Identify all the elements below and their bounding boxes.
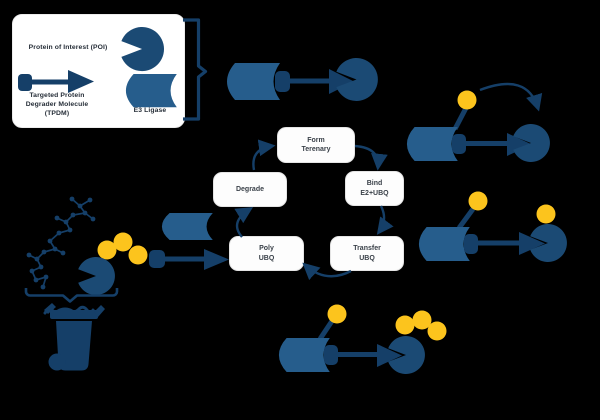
ubiquitin-icon xyxy=(412,310,432,330)
ubiquitin-icon xyxy=(113,232,133,252)
trash-bin-icon xyxy=(44,303,105,371)
ubiquitin-icon xyxy=(327,304,347,324)
ubiquitin-icon xyxy=(468,191,488,211)
tpdm-shaft xyxy=(464,141,510,146)
legend-e3-label: E3 Ligase xyxy=(133,107,167,114)
tpdm-linker-icon xyxy=(149,250,165,268)
legend-tpdm-arrow-icon xyxy=(18,70,94,93)
tpdm-linker-icon xyxy=(324,345,338,365)
e3-cylinder-icon xyxy=(278,338,330,373)
stage-ubq-transfer xyxy=(406,82,550,162)
tpdm-arrowhead xyxy=(507,133,532,156)
arrow-transfer-to-poly xyxy=(302,262,352,281)
tpdm-shaft xyxy=(476,240,522,246)
tpdm-arrowhead xyxy=(519,232,545,255)
degraded-poi-group xyxy=(24,196,148,371)
molecule-nodes xyxy=(26,196,96,290)
cycle-step-transfer-ubq: Transfer UBQ xyxy=(330,236,404,271)
arrow-form-to-bind xyxy=(354,144,388,171)
ubiquitin-icon xyxy=(427,321,447,341)
arrow-bind-to-transfer xyxy=(376,205,394,235)
legend-shapes xyxy=(18,26,177,108)
arrow-poly-to-degrade xyxy=(234,207,254,238)
tpdm-linker-icon xyxy=(452,134,466,154)
ubiquitin-icon xyxy=(395,315,415,335)
stage-poly-ubq xyxy=(278,304,447,374)
e3-cylinder-icon xyxy=(406,127,458,162)
group-brace-icon xyxy=(24,288,119,303)
legend-e3-cylinder-icon xyxy=(125,74,177,108)
arrow-degrade-to-form xyxy=(252,139,276,171)
ubiquitin-icon xyxy=(97,240,117,260)
e3-cylinder-icon xyxy=(418,227,470,262)
e3-cylinder-icon xyxy=(227,63,280,100)
e3-cylinder-icon xyxy=(161,213,213,241)
tpdm-linker-icon xyxy=(464,234,478,254)
cycle-step-form-ternary: Form Terenary xyxy=(277,127,355,163)
stage-mono-ubq xyxy=(418,191,567,262)
tpdm-arrowhead xyxy=(377,344,402,367)
cycle-arrows xyxy=(234,139,394,281)
tpdm-linker-icon xyxy=(275,71,290,92)
ubiquitin-icon xyxy=(128,245,148,265)
cycle-step-bind-e2-ubq: Bind E2+UBQ xyxy=(345,171,404,206)
ubq-hop-arrow xyxy=(479,82,543,112)
tpdm-arrowhead xyxy=(204,249,229,270)
legend-poi-pacman-icon xyxy=(121,26,165,72)
tpdm-shaft xyxy=(163,256,207,262)
poi-pacman-icon xyxy=(78,257,115,295)
legend-brace-icon xyxy=(183,18,208,121)
ubq-stem xyxy=(317,319,335,341)
cycle-step-degrade: Degrade xyxy=(213,172,287,207)
legend-tpdm-label: Targeted Protein Degrader Molecule (TPDM… xyxy=(25,92,89,117)
tpdm-shaft xyxy=(288,78,334,84)
ternary-complex xyxy=(227,58,378,101)
tpdm-shaft xyxy=(336,352,381,357)
recycled-components xyxy=(149,213,229,270)
cycle-step-poly-ubq: Poly UBQ xyxy=(229,236,304,271)
tpdm-arrowhead xyxy=(329,69,354,94)
ubiquitin-icon xyxy=(457,90,477,110)
ubq-stem xyxy=(456,207,476,230)
ubq-stem xyxy=(452,106,469,131)
ubiquitin-icon xyxy=(536,204,556,224)
legend-poi-label: Protein of Interest (POI) xyxy=(28,44,108,51)
